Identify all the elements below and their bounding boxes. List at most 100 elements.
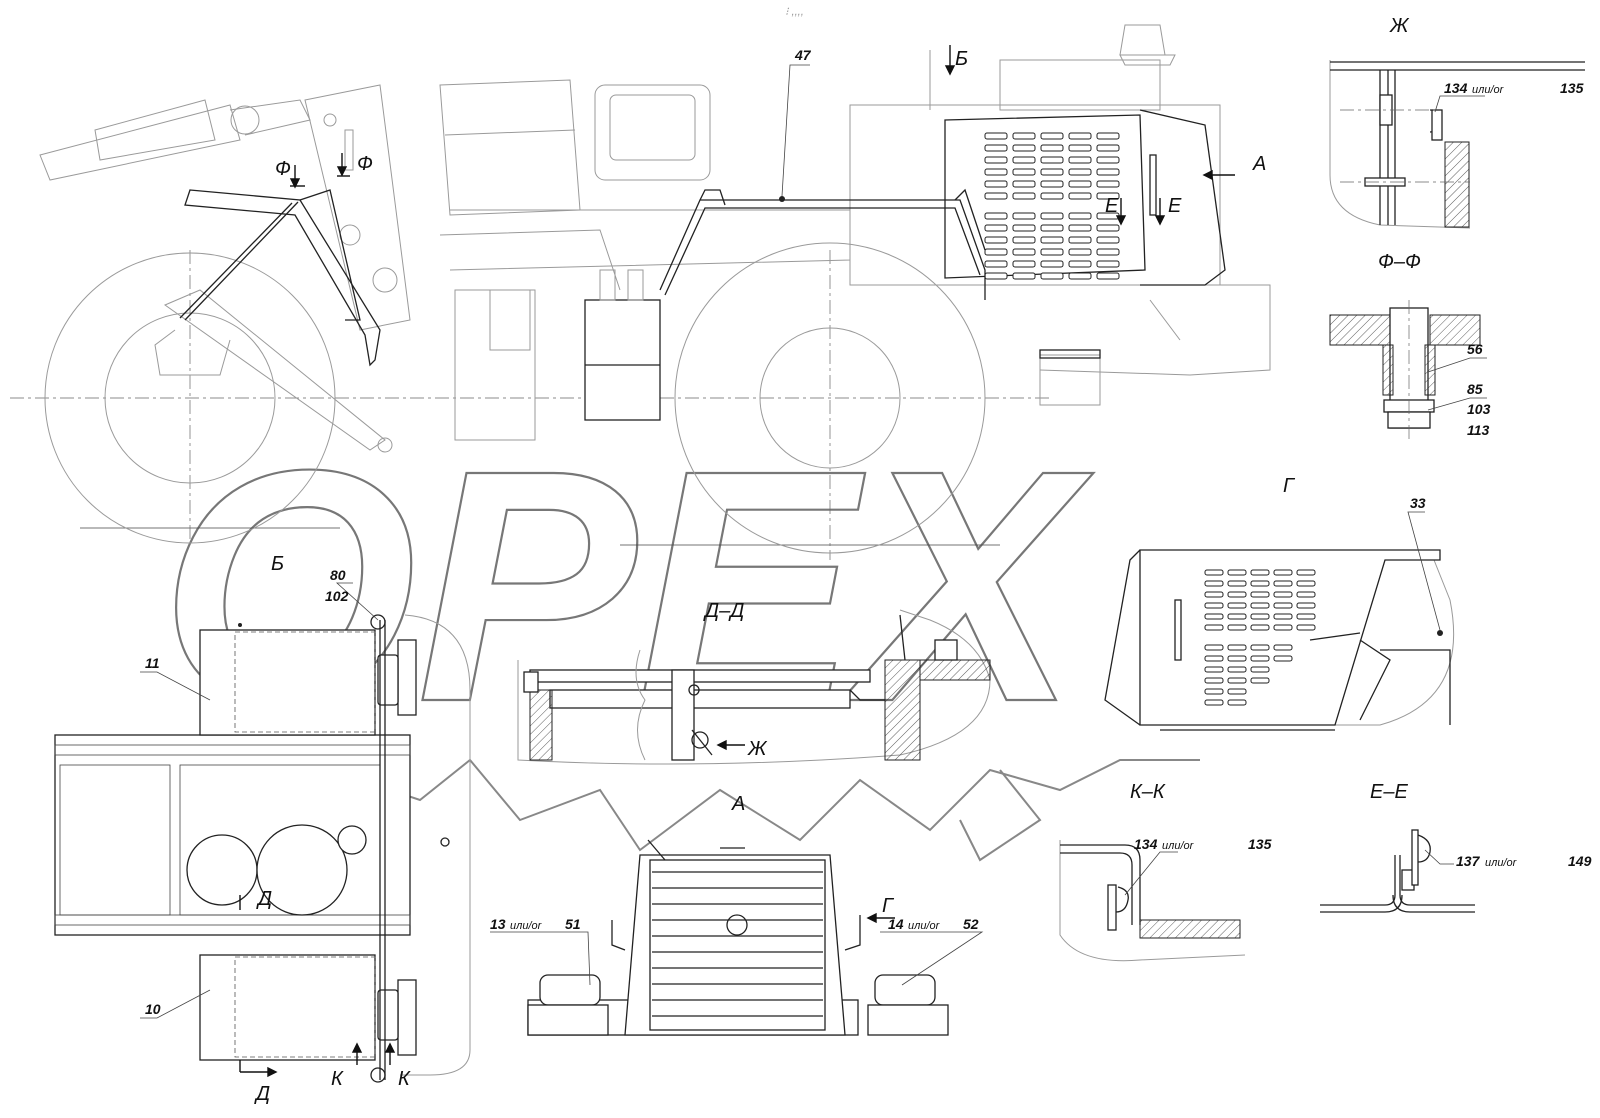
- section-k-k: [1059, 840, 1246, 962]
- grille-slot: [1068, 236, 1092, 244]
- marker-d-top: Д: [256, 888, 272, 910]
- grille-slot: [1012, 212, 1036, 220]
- grille-slot: [1012, 248, 1036, 256]
- grille-slot: [1040, 156, 1064, 164]
- watermark-gear: [299, 758, 1200, 862]
- view-a-front: [527, 839, 949, 1036]
- callout-135-zh: 135: [1560, 80, 1584, 96]
- view-title-f-f: Ф–Ф: [1378, 251, 1421, 273]
- grille-slot: [1204, 699, 1224, 706]
- grille-slot: [1273, 655, 1293, 662]
- main-grille: [984, 132, 1120, 280]
- marker-k-left: К: [331, 1068, 344, 1090]
- grille-slot: [1068, 212, 1092, 220]
- grille-slot: [1273, 602, 1293, 609]
- grille-slot: [1227, 655, 1247, 662]
- grille-slot: [1068, 156, 1092, 164]
- grille-slot: [1012, 168, 1036, 176]
- grille-slot: [1227, 624, 1247, 631]
- grille-slot: [1012, 192, 1036, 200]
- grille-slot: [1096, 168, 1120, 176]
- grille-slot: [1204, 688, 1224, 695]
- callout-51: 51: [565, 916, 581, 932]
- grille-slot: [1040, 212, 1064, 220]
- view-title-g: Г: [1283, 475, 1296, 497]
- grille-slot: [1012, 132, 1036, 140]
- marker-b: Б: [955, 48, 968, 70]
- grille-slot: [1068, 168, 1092, 176]
- grille-slot: [1296, 613, 1316, 620]
- grille-slot: [1227, 677, 1247, 684]
- grille-slot: [1273, 624, 1293, 631]
- grille-slot: [984, 236, 1008, 244]
- grille-slot: [1273, 644, 1293, 651]
- g-grille: [1204, 569, 1316, 706]
- view-g: [1104, 549, 1455, 731]
- grille-slot: [1273, 613, 1293, 620]
- grille-slot: [984, 192, 1008, 200]
- grille-slot: [1227, 613, 1247, 620]
- view-title-d-d: Д–Д: [703, 600, 744, 622]
- marker-zh: Ж: [747, 738, 768, 760]
- callout-or-kk: или/or: [1162, 840, 1195, 852]
- grille-slot: [1096, 132, 1120, 140]
- callout-85: 85: [1467, 381, 1483, 397]
- callout-80: 80: [330, 567, 346, 583]
- grille-slot: [1040, 144, 1064, 152]
- callout-137: 137: [1456, 853, 1481, 869]
- grille-slot: [1227, 591, 1247, 598]
- grille-slot: [1068, 144, 1092, 152]
- grille-slot: [1250, 677, 1270, 684]
- grille-slot: [1012, 272, 1036, 280]
- grille-slot: [1273, 591, 1293, 598]
- callout-102: 102: [325, 588, 349, 604]
- grille-slot: [984, 212, 1008, 220]
- grille-slot: [1250, 580, 1270, 587]
- grille-slot: [1012, 144, 1036, 152]
- grille-slot: [1068, 132, 1092, 140]
- view-title-b: Б: [271, 553, 284, 575]
- grille-slot: [1096, 236, 1120, 244]
- grille-slot: [1227, 699, 1247, 706]
- grille-slot: [1204, 602, 1224, 609]
- section-d-d: [517, 609, 991, 765]
- grille-slot: [1250, 655, 1270, 662]
- grille-slot: [1250, 613, 1270, 620]
- grille-slot: [1096, 272, 1120, 280]
- marker-e-left: Е: [1105, 195, 1119, 217]
- grille-slot: [984, 260, 1008, 268]
- grille-slot: [1273, 569, 1293, 576]
- marker-e-right: Е: [1168, 195, 1182, 217]
- grille-slot: [1068, 248, 1092, 256]
- callout-135-kk: 135: [1248, 836, 1272, 852]
- grille-slot: [1096, 260, 1120, 268]
- grille-slot: [1204, 613, 1224, 620]
- grille-slot: [1096, 192, 1120, 200]
- grille-slot: [1068, 224, 1092, 232]
- leader-lines: [140, 64, 1487, 1019]
- grille-slot: [1204, 644, 1224, 651]
- grille-slot: [1250, 602, 1270, 609]
- section-e-e: [1320, 829, 1475, 913]
- grille-slot: [1227, 569, 1247, 576]
- grille-slot: [1204, 655, 1224, 662]
- callout-134-kk: 134: [1134, 836, 1158, 852]
- grille-slot: [1204, 624, 1224, 631]
- view-title-k-k: К–К: [1130, 781, 1166, 803]
- grille-slot: [984, 272, 1008, 280]
- view-title-e-e: Е–Е: [1370, 781, 1408, 803]
- grille-slot: [1273, 580, 1293, 587]
- grille-slot: [1296, 591, 1316, 598]
- grille-slot: [1227, 644, 1247, 651]
- grille-slot: [1296, 580, 1316, 587]
- grille-slot: [1012, 236, 1036, 244]
- grille-slot: [1040, 192, 1064, 200]
- grille-slot: [1250, 624, 1270, 631]
- callout-11: 11: [145, 655, 160, 671]
- callout-or-ee: или/or: [1485, 857, 1518, 869]
- grille-slot: [1012, 180, 1036, 188]
- marker-f-right: Ф: [357, 153, 373, 175]
- callout-56: 56: [1467, 341, 1483, 357]
